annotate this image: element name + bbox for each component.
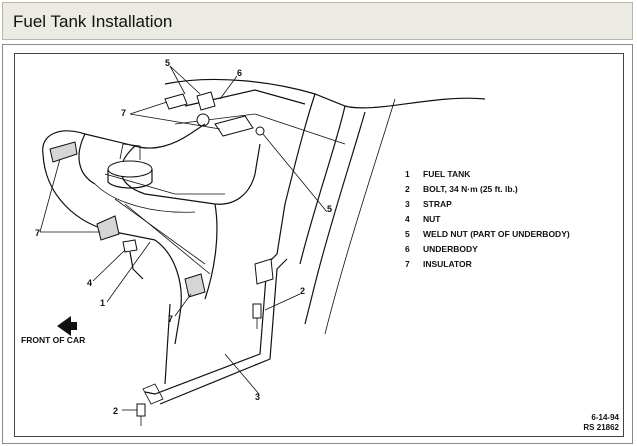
page-title: Fuel Tank Installation <box>13 12 173 31</box>
callout-7-bottom: 7 <box>168 314 173 324</box>
fuel-tank-diagram: 5 6 7 5 7 4 1 7 2 3 2 FRONT OF CAR 1 FUE… <box>21 58 620 432</box>
callout-1: 1 <box>100 298 105 308</box>
callout-5-top: 5 <box>165 58 170 68</box>
top-insulators <box>164 91 265 137</box>
bolt-upper <box>252 303 262 329</box>
legend-num-2: 2 <box>405 184 410 194</box>
callout-2-lower: 2 <box>113 406 118 416</box>
side-insulators <box>96 215 206 298</box>
leader-lines <box>39 65 328 411</box>
bolt-lower <box>136 403 146 426</box>
callout-7-top: 7 <box>121 108 126 118</box>
diagram-frame: 5 6 7 5 7 4 1 7 2 3 2 FRONT OF CAR 1 FUE… <box>2 44 633 444</box>
diagram-panel: 5 6 7 5 7 4 1 7 2 3 2 FRONT OF CAR 1 FUE… <box>14 53 624 437</box>
parts-legend: 1 FUEL TANK 2 BOLT, 34 N·m (25 ft. lb.) … <box>405 169 570 269</box>
legend-text-2: BOLT, 34 N·m (25 ft. lb.) <box>423 184 518 194</box>
callout-4: 4 <box>87 278 92 288</box>
front-of-car-arrow-icon <box>57 316 77 336</box>
callout-2-upper: 2 <box>300 286 305 296</box>
fuel-tank-body <box>42 123 261 345</box>
legend-num-1: 1 <box>405 169 410 179</box>
page-header: Fuel Tank Installation <box>2 2 633 40</box>
stamp-date: 6-14-94 <box>591 413 619 422</box>
fuel-tank-straps <box>142 253 288 405</box>
legend-text-5: WELD NUT (PART OF UNDERBODY) <box>423 229 570 239</box>
legend-num-3: 3 <box>405 199 410 209</box>
legend-num-6: 6 <box>405 244 410 254</box>
legend-text-6: UNDERBODY <box>423 244 478 254</box>
nut-part <box>122 239 144 280</box>
legend-text-1: FUEL TANK <box>423 169 471 179</box>
callout-6: 6 <box>237 68 242 78</box>
stamp-code: RS 21862 <box>583 423 619 432</box>
callout-3: 3 <box>255 392 260 402</box>
legend-text-7: INSULATOR <box>423 259 472 269</box>
legend-text-4: NUT <box>423 214 441 224</box>
legend-num-4: 4 <box>405 214 410 224</box>
legend-text-3: STRAP <box>423 199 452 209</box>
callout-7-left: 7 <box>35 228 40 238</box>
legend-num-7: 7 <box>405 259 410 269</box>
callout-5-right: 5 <box>327 204 332 214</box>
legend-num-5: 5 <box>405 229 410 239</box>
front-of-car-label: FRONT OF CAR <box>21 335 85 345</box>
